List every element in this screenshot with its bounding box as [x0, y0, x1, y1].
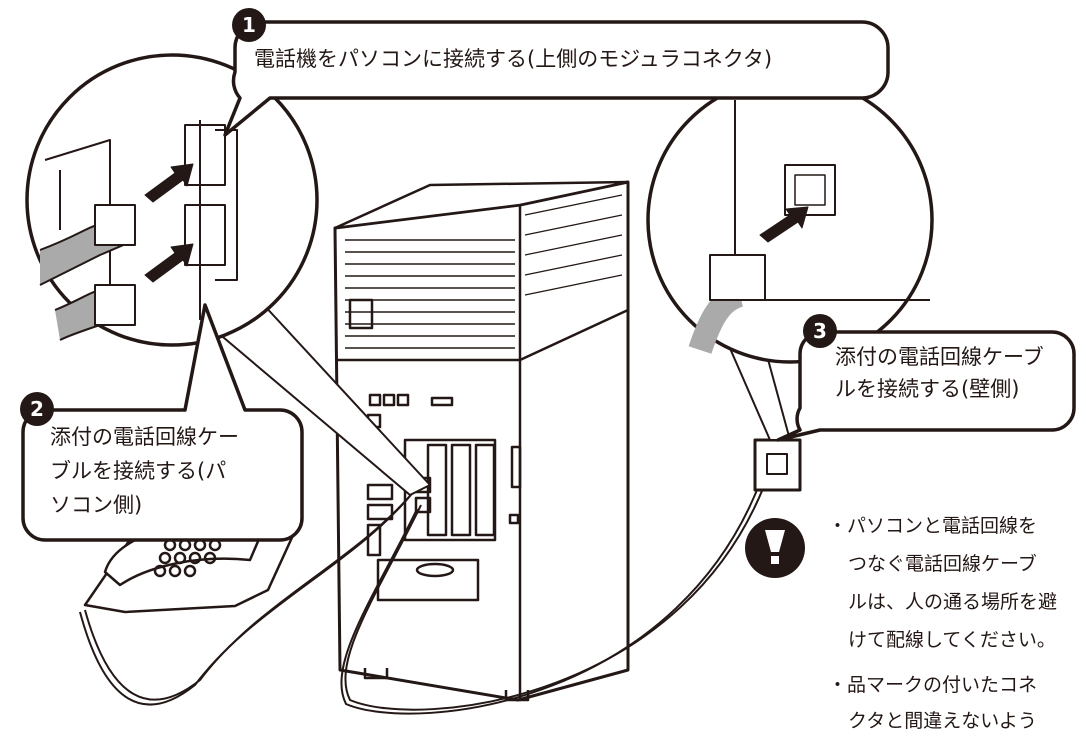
note-1-line-1: ・パソコンと電話回線を: [828, 515, 1038, 537]
note-2-line-1: ・品マークの付いたコネ: [828, 674, 1038, 696]
caution-icon: [745, 518, 805, 578]
callout-2-line-1: 添付の電話回線ケー: [50, 425, 239, 449]
note-1-line-3: ルは、人の通る場所を避: [848, 591, 1058, 613]
callout-1-balloon: [223, 20, 890, 137]
callout-3-number: 3: [803, 314, 837, 348]
callout-3-line-1: 添付の電話回線ケーブ: [835, 345, 1044, 369]
wall-jack: [753, 438, 802, 492]
callout-2-number: 2: [20, 392, 54, 426]
callout-2-line-3: ソコン側): [50, 493, 143, 517]
callout-3-line-2: ルを接続する(壁側): [835, 377, 1020, 401]
note-1-line-4: けて配線してください。: [848, 629, 1056, 651]
zoom-circle-pc-jacks: [25, 53, 431, 496]
cables: [79, 465, 771, 715]
callout-1-number: 1: [232, 8, 266, 42]
note-2-line-2: クタと間違えないよう: [848, 710, 1037, 732]
callout-2-line-2: ブルを接続する(パ: [50, 459, 227, 483]
pc-tower: [333, 180, 630, 702]
callout-1-text: 電話機をパソコンに接続する(上側のモジュラコネクタ): [254, 47, 773, 71]
connection-illustration: [21, 20, 1076, 715]
callout-3-balloon: [776, 330, 1076, 442]
callout-2-balloon: [21, 303, 304, 542]
note-1-line-2: つなぐ電話回線ケーブ: [848, 553, 1037, 575]
